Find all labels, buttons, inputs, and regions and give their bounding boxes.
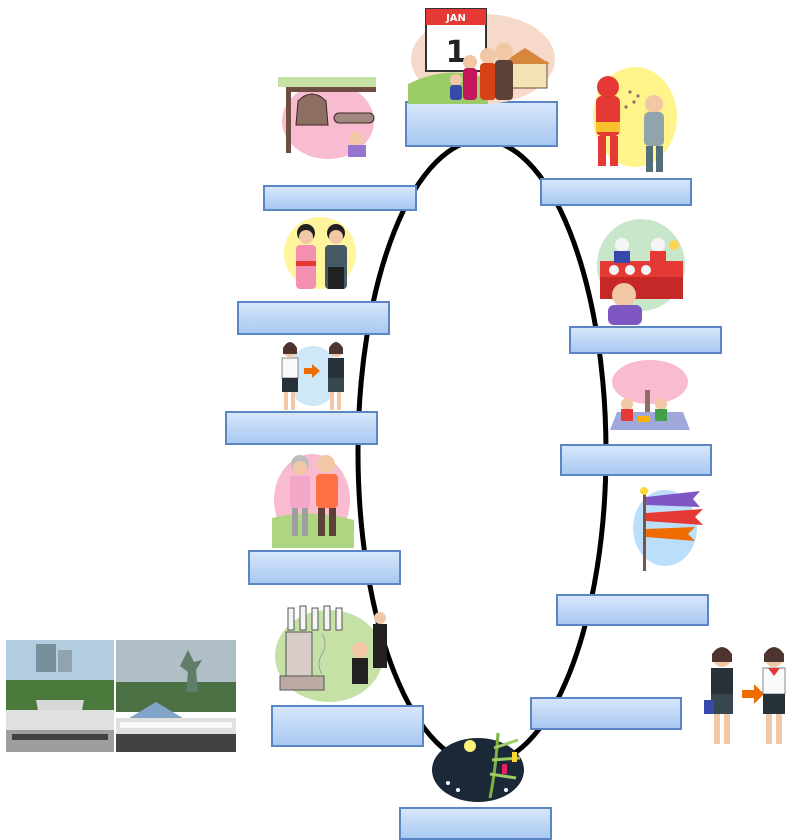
label-box-january[interactable] (405, 101, 558, 147)
obon-grave-visit-icon (275, 605, 387, 702)
label-box-october[interactable] (225, 411, 378, 445)
cherry-blossom-viewing-icon (610, 360, 690, 430)
tanabata-bamboo-icon (432, 732, 524, 802)
respect-for-elders-icon (272, 454, 354, 548)
label-box-august[interactable] (271, 705, 424, 747)
label-box-may[interactable] (556, 594, 709, 626)
uniform-change-summer-icon (704, 647, 786, 744)
new-year-calendar-icon: JAN 1 (408, 8, 555, 104)
label-box-june[interactable] (530, 697, 682, 730)
label-box-march[interactable] (569, 326, 722, 354)
label-box-november[interactable] (237, 301, 390, 335)
seven-five-three-festival-icon (284, 217, 356, 289)
label-box-september[interactable] (248, 550, 401, 585)
label-box-february[interactable] (540, 178, 692, 206)
uniform-change-winter-icon (281, 342, 344, 410)
peace-statue-photo (116, 640, 236, 752)
carp-streamers-icon (633, 487, 703, 571)
svg-text:JAN: JAN (445, 13, 466, 24)
bean-throwing-festival-icon (593, 67, 677, 172)
svg-text:1: 1 (446, 35, 467, 70)
label-box-april[interactable] (560, 444, 712, 476)
label-box-december[interactable] (263, 185, 417, 211)
peace-memorial-photo (6, 640, 114, 752)
label-box-july[interactable] (399, 807, 552, 840)
hina-doll-festival-icon (597, 219, 685, 325)
new-year-bell-icon (278, 77, 376, 159)
